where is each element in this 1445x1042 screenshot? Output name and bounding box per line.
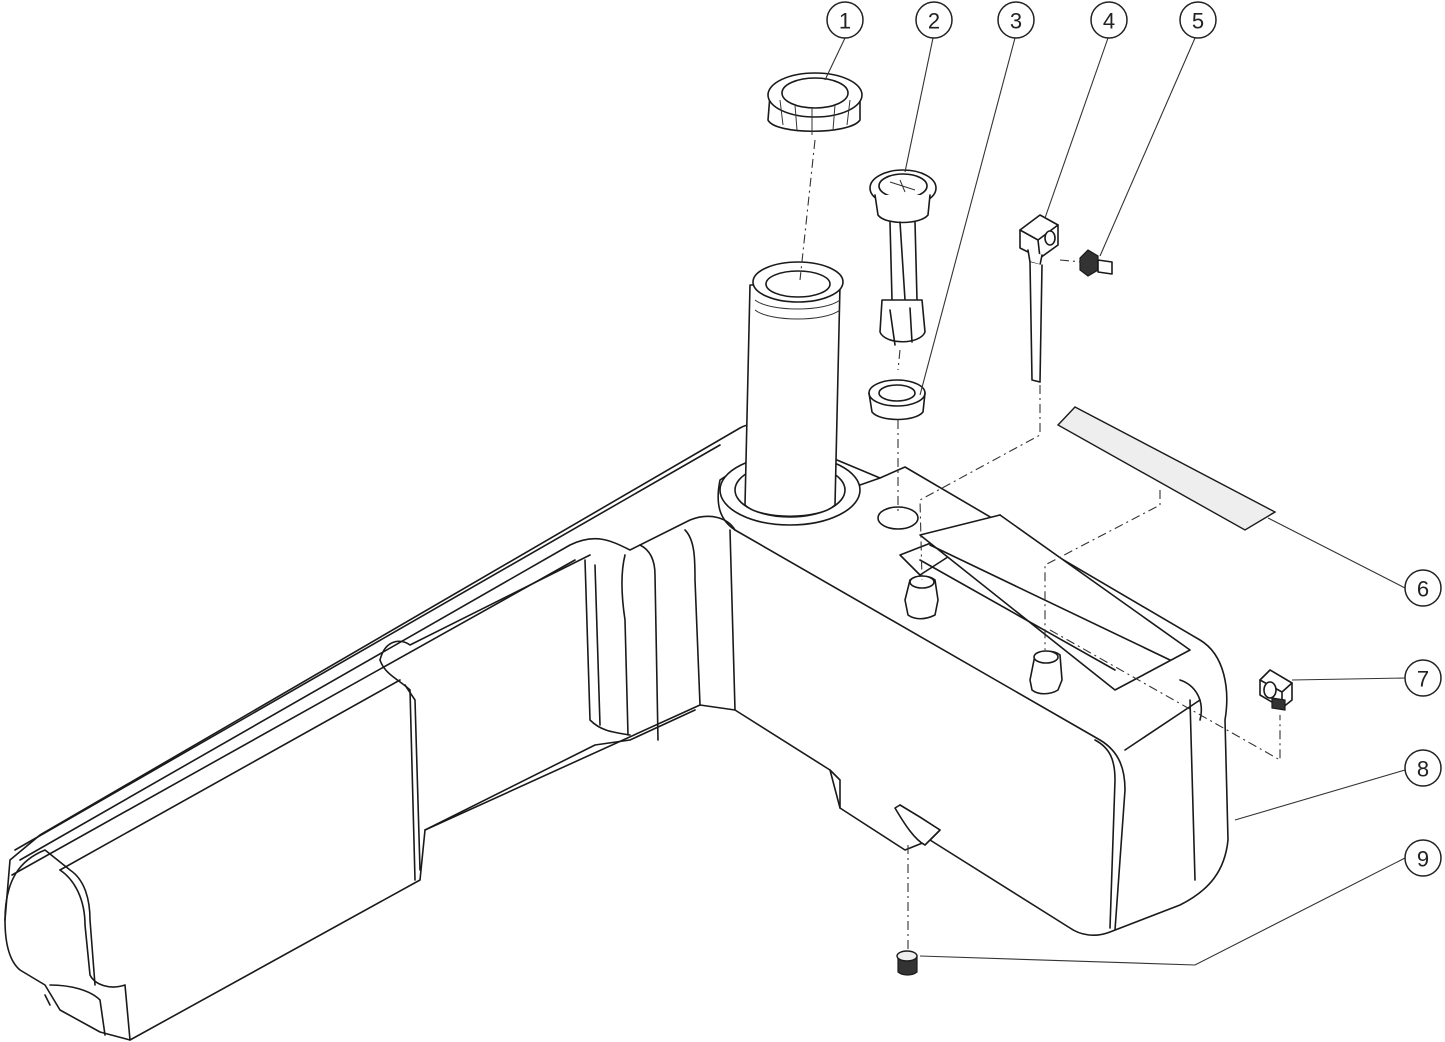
pickup-tube-elbow	[1019, 214, 1059, 383]
svg-text:1: 1	[839, 9, 851, 34]
svg-text:9: 9	[1417, 847, 1429, 872]
callout-5: 5	[1179, 1, 1217, 39]
leader-lines	[824, 37, 1406, 966]
level-gauge	[869, 169, 937, 346]
callout-1: 1	[826, 1, 864, 39]
label	[1056, 406, 1277, 531]
fitting	[1079, 249, 1113, 277]
svg-text:7: 7	[1417, 667, 1429, 692]
tank-body	[4, 423, 1229, 1041]
filler-neck	[744, 261, 844, 517]
svg-text:3: 3	[1010, 9, 1022, 34]
filler-cap	[767, 72, 863, 135]
svg-text:4: 4	[1103, 9, 1115, 34]
callout-2: 2	[915, 1, 953, 39]
grommet	[868, 379, 926, 421]
callout-6: 6	[1404, 569, 1442, 607]
drain-plug	[896, 950, 918, 976]
svg-text:2: 2	[928, 9, 940, 34]
svg-text:8: 8	[1417, 757, 1429, 782]
elbow-fitting	[1259, 669, 1293, 711]
svg-text:5: 5	[1192, 9, 1204, 34]
callout-7: 7	[1404, 659, 1442, 697]
callout-3: 3	[997, 1, 1035, 39]
callout-8: 8	[1404, 749, 1442, 787]
callout-4: 4	[1090, 1, 1128, 39]
svg-text:6: 6	[1417, 577, 1429, 602]
top-fitting-right	[1029, 650, 1063, 695]
assembly-lines	[799, 139, 1281, 952]
callout-9: 9	[1404, 839, 1442, 877]
top-fitting-left	[904, 575, 939, 620]
